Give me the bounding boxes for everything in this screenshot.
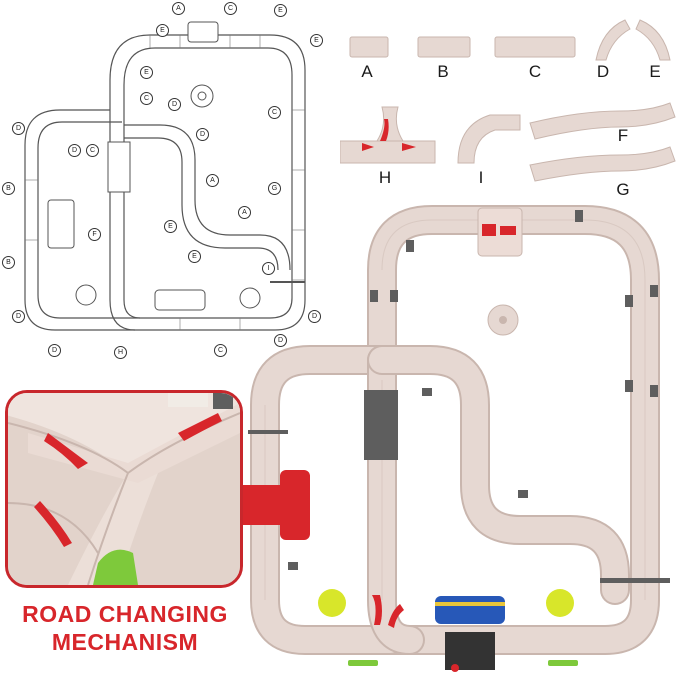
part-label-a: A <box>361 62 373 81</box>
callout-e: E <box>188 250 201 263</box>
part-label-f: F <box>617 126 629 145</box>
callout-e: E <box>310 34 323 47</box>
callout-c: C <box>214 344 227 357</box>
part-label-e: E <box>649 62 661 81</box>
switch-closeup-inset <box>5 390 243 588</box>
callout-a: A <box>206 174 219 187</box>
part-label-h: H <box>378 168 392 187</box>
caption-line-2: MECHANISM <box>51 629 199 655</box>
callout-d: D <box>68 144 81 157</box>
part-label-i: I <box>478 168 484 187</box>
callout-e: E <box>140 66 153 79</box>
callout-e: E <box>156 24 169 37</box>
callout-a: A <box>172 2 185 15</box>
callout-f: F <box>88 228 101 241</box>
callout-c: C <box>86 144 99 157</box>
road-changing-caption: ROAD CHANGING MECHANISM <box>0 600 250 656</box>
callout-d: D <box>48 344 61 357</box>
callout-b: B <box>2 182 15 195</box>
callout-h: H <box>114 346 127 359</box>
callout-a: A <box>238 206 251 219</box>
part-label-b: B <box>437 62 449 81</box>
callout-e: E <box>274 4 287 17</box>
callout-d: D <box>308 310 321 323</box>
callout-d: D <box>274 334 287 347</box>
callout-d: D <box>12 122 25 135</box>
callout-d: D <box>196 128 209 141</box>
part-label-g: G <box>616 180 630 199</box>
callout-c: C <box>140 92 153 105</box>
callout-b: B <box>2 256 15 269</box>
callout-c: C <box>268 106 281 119</box>
callout-c: C <box>224 2 237 15</box>
caption-line-1: ROAD CHANGING <box>22 601 228 627</box>
switch-closeup-image <box>8 393 240 585</box>
callout-g: G <box>268 182 281 195</box>
callout-d: D <box>12 310 25 323</box>
track-parts-legend <box>340 19 676 182</box>
callout-e: E <box>164 220 177 233</box>
callout-i: I <box>262 262 275 275</box>
callout-d: D <box>168 98 181 111</box>
assembled-track-render <box>240 205 670 672</box>
track-layout-diagram <box>24 21 306 331</box>
part-label-c: C <box>528 62 542 81</box>
part-label-d: D <box>596 62 610 81</box>
